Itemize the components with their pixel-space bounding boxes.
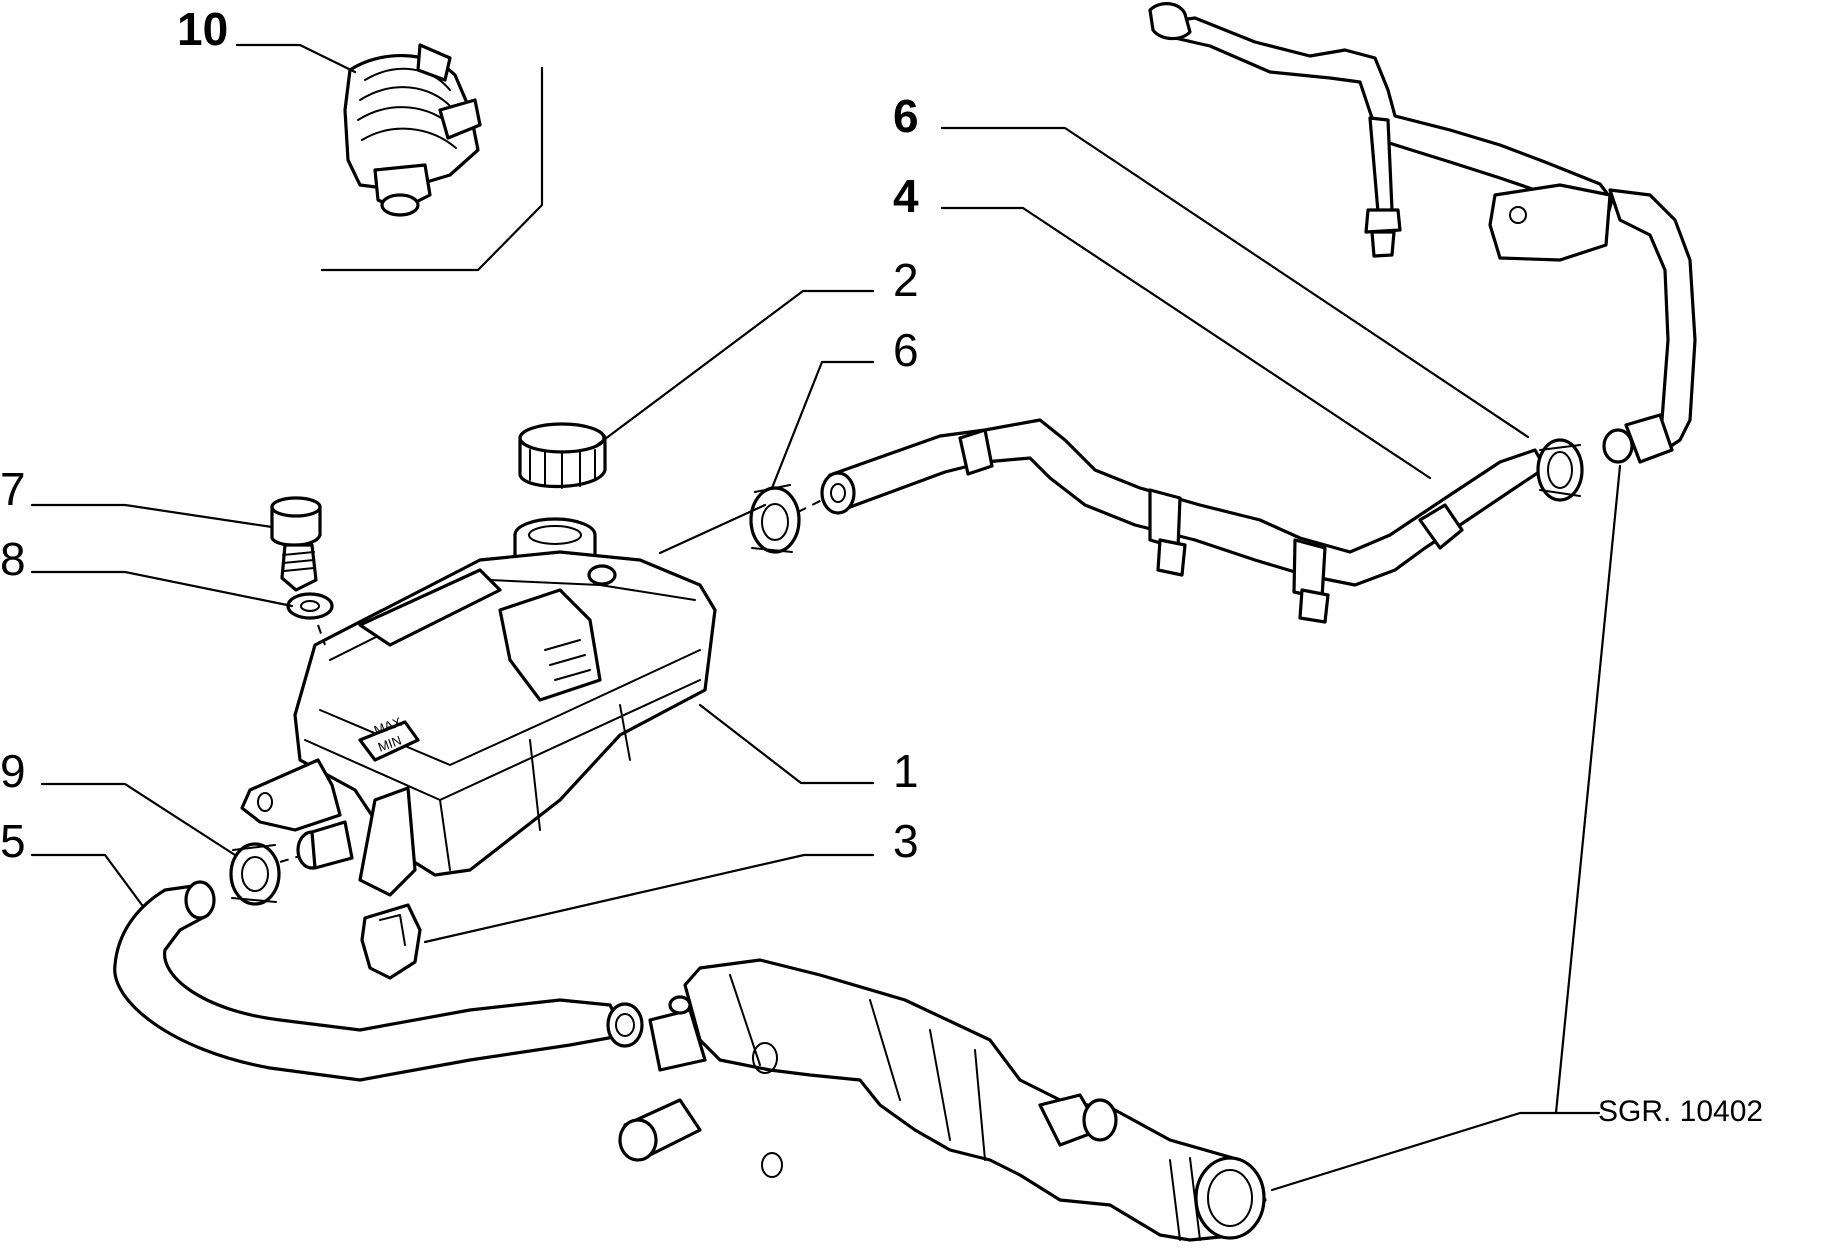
callout-10: 10 [177, 3, 228, 55]
callout-6-top: 6 [893, 90, 919, 142]
callout-3: 3 [893, 815, 919, 867]
callout-8: 8 [0, 533, 26, 585]
callout-5: 5 [0, 815, 26, 867]
top-right-pipe [1148, 2, 1697, 464]
callout-2: 2 [893, 254, 919, 306]
leader-lines [30, 126, 1622, 1192]
plug-3 [360, 903, 422, 980]
callout-1: 1 [893, 745, 919, 797]
callout-4: 4 [893, 170, 919, 222]
lower-hose-5 [113, 880, 644, 1082]
reference-code: SGR. 10402 [1598, 1095, 1763, 1128]
clamp-6-middle [749, 484, 801, 554]
thermostat-housing [618, 958, 1267, 1242]
cap-2 [518, 422, 607, 489]
clamp-6-upper [1536, 438, 1584, 502]
bolt-7 [270, 496, 322, 592]
upper-hose-4 [820, 418, 1584, 624]
part-10-clip [235, 43, 544, 272]
washer-8 [286, 592, 334, 620]
clamp-9 [229, 842, 281, 906]
callout-6-middle: 6 [893, 324, 919, 376]
callout-9: 9 [0, 745, 26, 797]
callout-7: 7 [0, 463, 26, 515]
expansion-tank-1: MAX MIN [240, 550, 717, 897]
